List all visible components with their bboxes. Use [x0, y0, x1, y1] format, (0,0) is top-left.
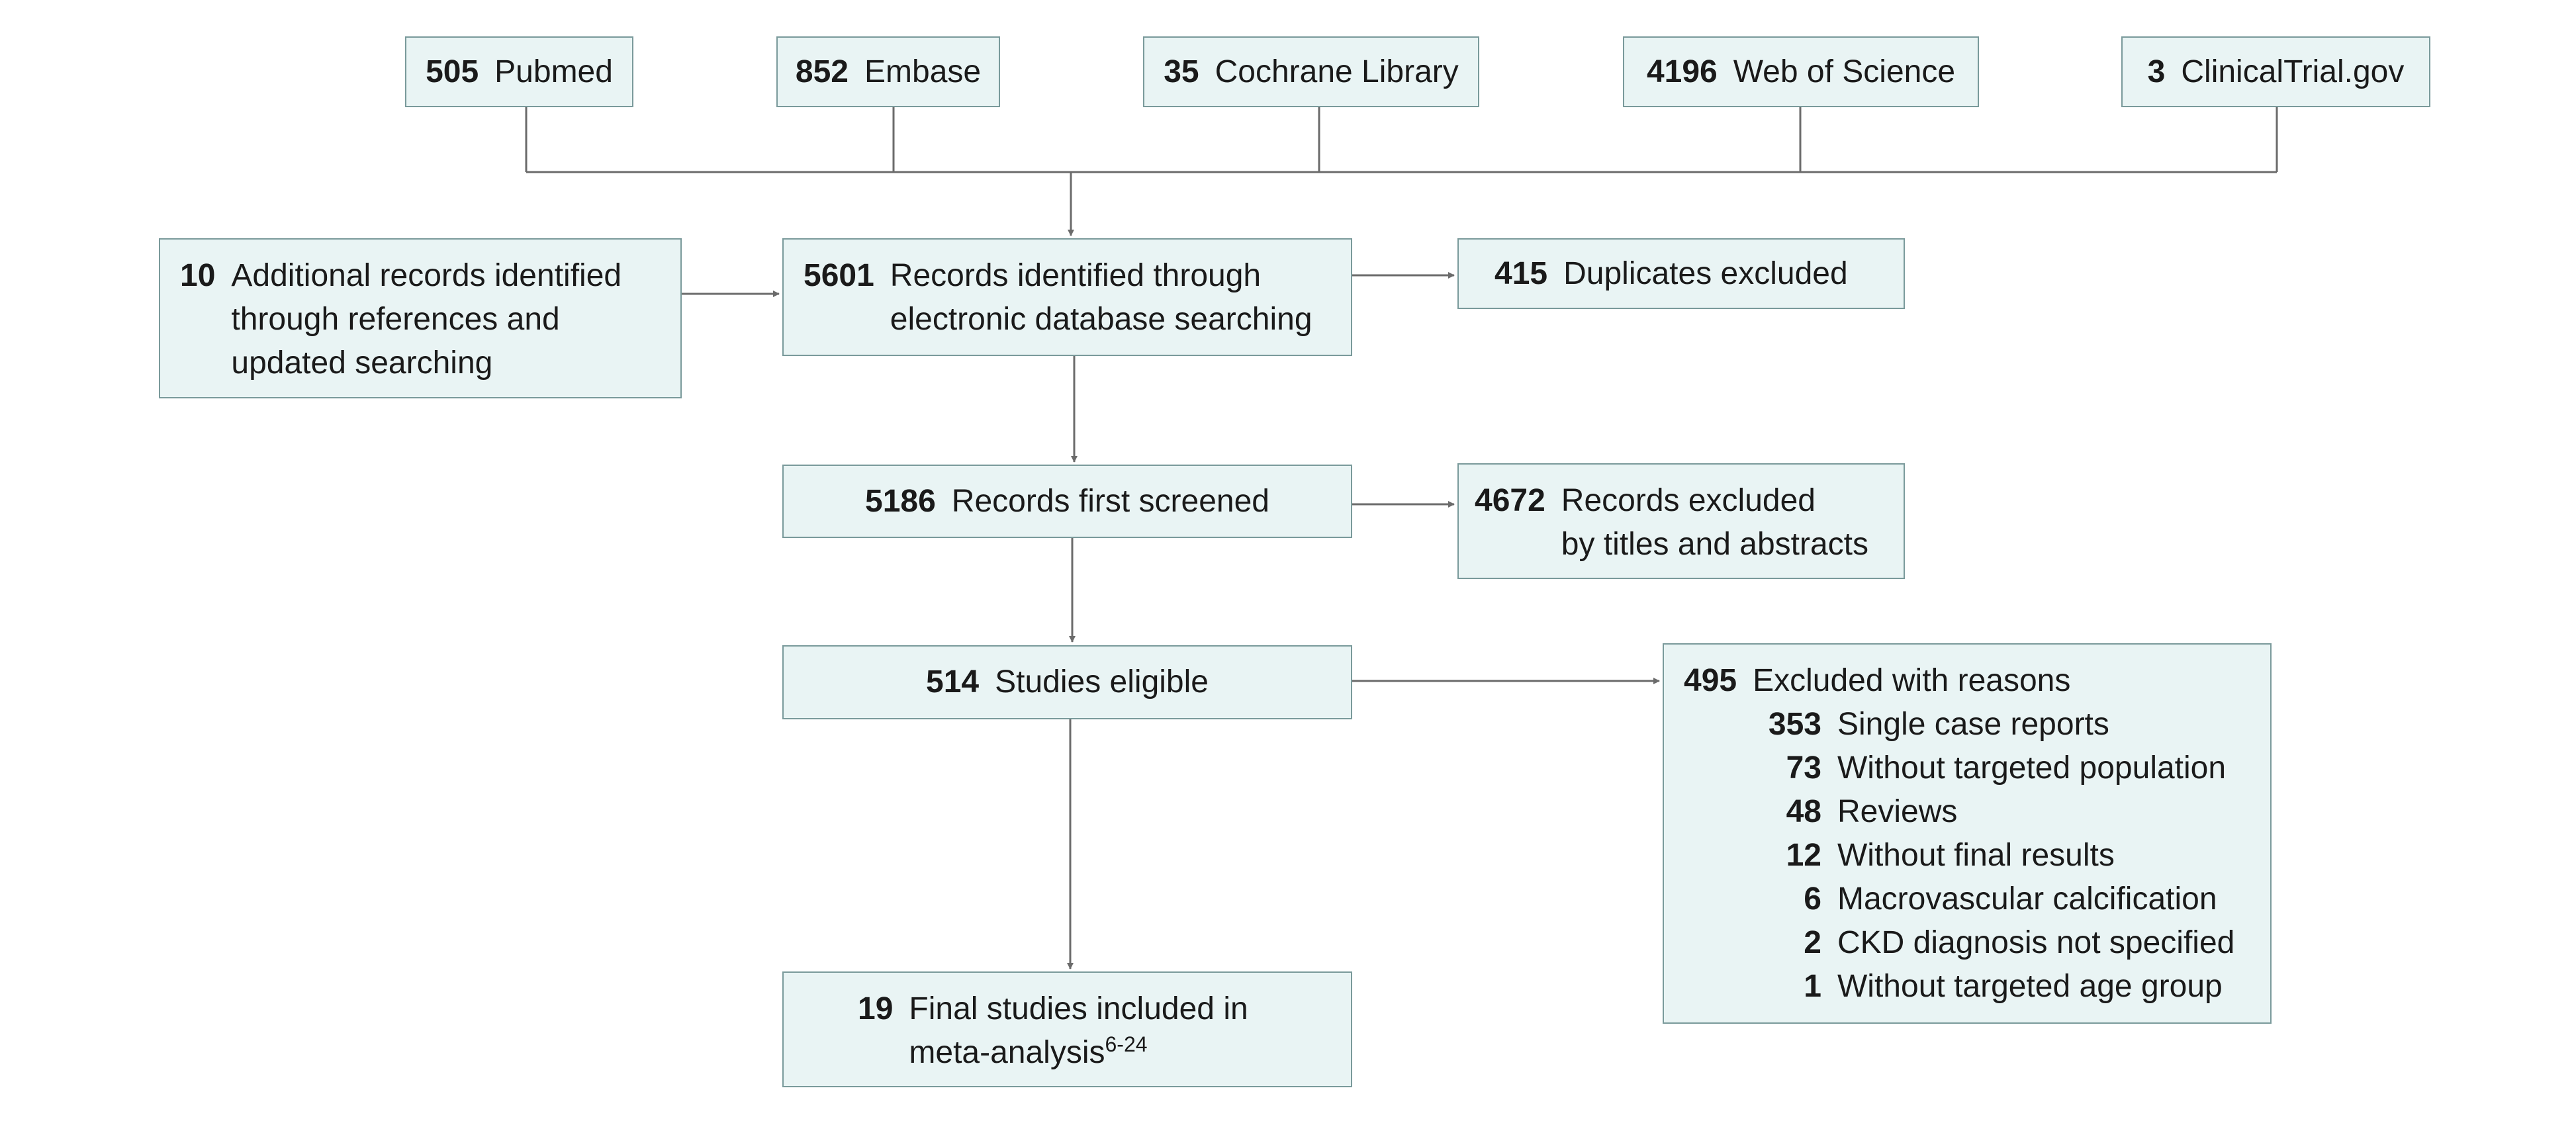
source-count: 3	[2147, 54, 2166, 89]
reasons-total-count: 495	[1684, 663, 1737, 698]
excluded-reasons-header: 495 Excluded with reasons	[1684, 659, 2270, 703]
source-count: 4196	[1646, 54, 1718, 89]
final-line-1: Final studies included in	[909, 991, 1248, 1026]
source-embase: 852 Embase	[776, 36, 1000, 107]
final-line-2-text: meta-analysis	[909, 1035, 1105, 1070]
source-label: Cochrane Library	[1215, 54, 1459, 89]
screened-label: Records first screened	[951, 483, 1269, 519]
final-line-2: meta-analysis6-24	[909, 1031, 1248, 1075]
records-excluded-box: 4672 Records excluded by titles and abst…	[1457, 463, 1905, 579]
excluded-titles-line-1: Records excluded	[1561, 483, 1816, 518]
source-pubmed: 505 Pubmed	[405, 36, 633, 107]
excluded-titles-line-2: by titles and abstracts	[1561, 527, 1869, 562]
source-count: 35	[1164, 54, 1199, 89]
duplicates-label: Duplicates excluded	[1563, 255, 1848, 291]
source-web-of-science: 4196 Web of Science	[1623, 36, 1979, 107]
duplicates-count: 415	[1495, 255, 1548, 291]
additional-records-box: 10 Additional records identified through…	[159, 238, 682, 398]
source-label: Embase	[864, 54, 982, 89]
studies-eligible-box: 514 Studies eligible	[782, 645, 1352, 719]
identified-count: 5601	[804, 258, 874, 293]
final-count: 19	[858, 991, 894, 1026]
final-citation: 6-24	[1105, 1032, 1148, 1056]
records-identified-box: 5601 Records identified through electron…	[782, 238, 1352, 356]
records-screened-box: 5186 Records first screened	[782, 465, 1352, 538]
eligible-label: Studies eligible	[995, 664, 1209, 699]
eligible-count: 514	[926, 664, 980, 699]
additional-line-1: Additional records identified	[231, 258, 622, 293]
screened-count: 5186	[865, 483, 936, 519]
source-label: ClinicalTrial.gov	[2181, 54, 2405, 89]
reasons-total-label: Excluded with reasons	[1753, 663, 2071, 698]
source-label: Web of Science	[1733, 54, 1956, 89]
additional-count: 10	[180, 258, 216, 293]
duplicates-excluded-box: 415 Duplicates excluded	[1457, 238, 1905, 309]
identified-line-1: Records identified through	[890, 258, 1262, 293]
additional-line-2: through references and	[231, 302, 560, 337]
source-count: 852	[795, 54, 849, 89]
excluded-titles-count: 4672	[1475, 483, 1545, 518]
additional-line-3: updated searching	[231, 345, 493, 381]
source-label: Pubmed	[494, 54, 613, 89]
identified-line-2: electronic database searching	[890, 302, 1312, 337]
final-studies-box: 19 Final studies included in meta-analys…	[782, 971, 1352, 1087]
source-count: 505	[426, 54, 479, 89]
source-cochrane: 35 Cochrane Library	[1143, 36, 1479, 107]
source-clinicaltrial: 3 ClinicalTrial.gov	[2121, 36, 2430, 107]
